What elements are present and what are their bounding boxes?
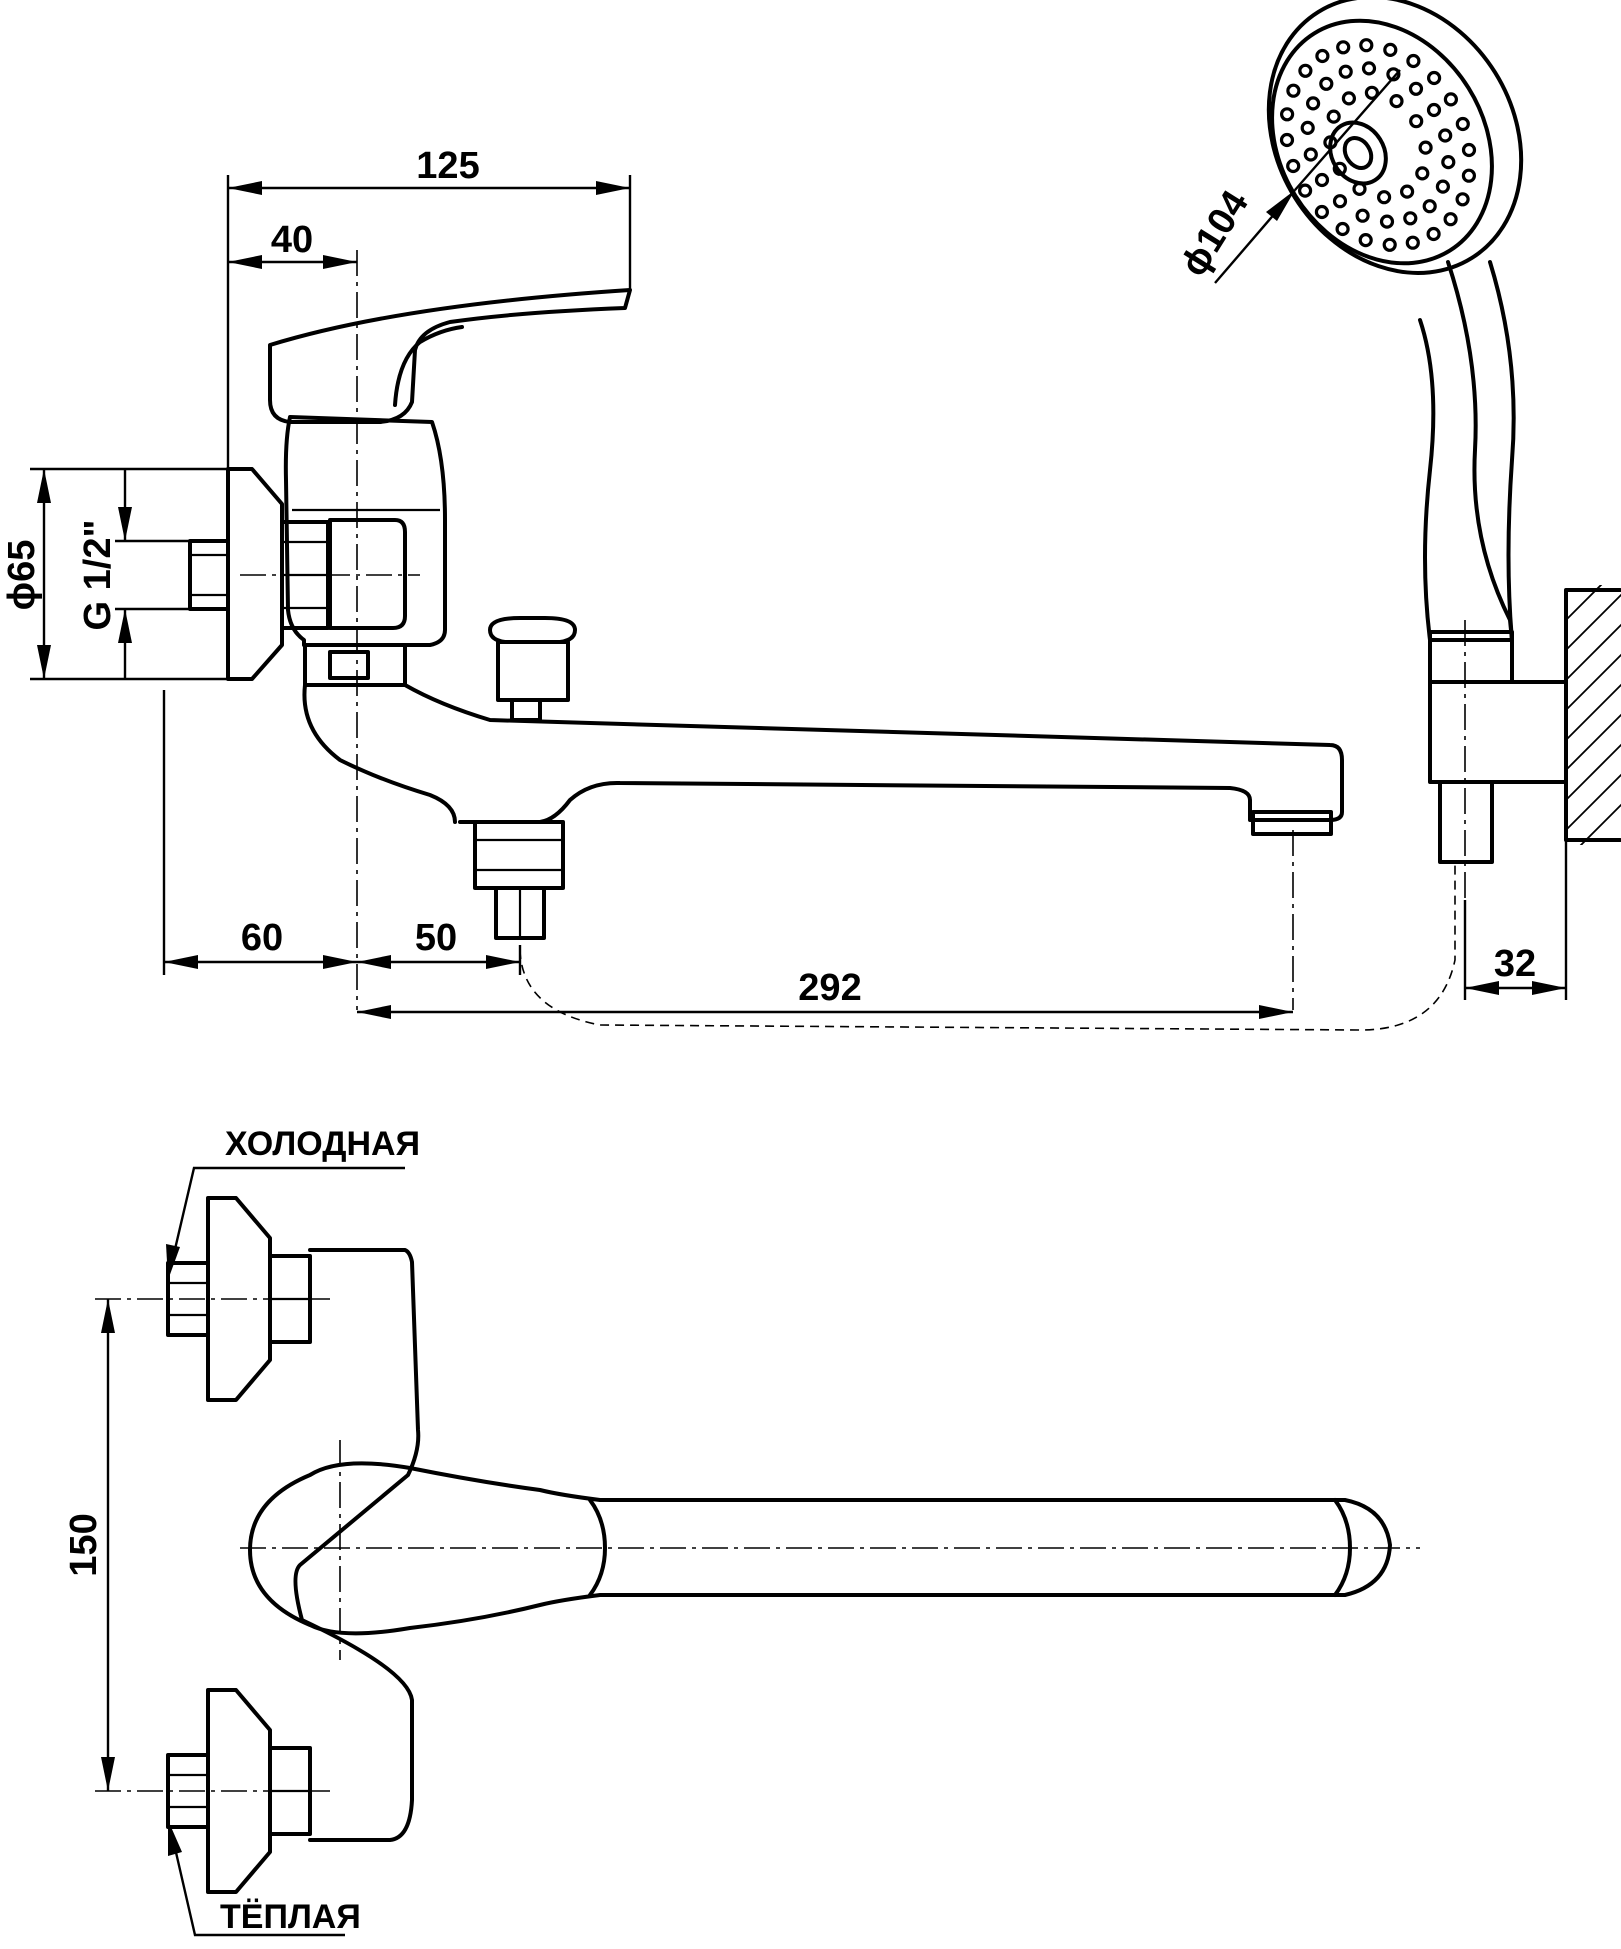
warm-flange xyxy=(206,1688,272,1894)
hose-dashed-path xyxy=(519,860,1456,1031)
shower-nozzle-holes xyxy=(1279,38,1477,252)
nozzle-hole xyxy=(1415,166,1430,181)
nozzle-hole xyxy=(1426,226,1441,242)
nozzle-hole xyxy=(1332,194,1348,209)
dim-150: 150 xyxy=(63,1513,105,1576)
holder-pin xyxy=(1438,780,1494,864)
nozzle-hole xyxy=(1305,96,1321,111)
dim-diameter-104: ϕ104 xyxy=(1173,184,1257,284)
nozzle-hole xyxy=(1386,67,1401,82)
nozzle-hole xyxy=(1315,48,1330,64)
nozzle-hole xyxy=(1409,114,1424,129)
nozzle-hole xyxy=(1286,83,1301,98)
nozzle-hole xyxy=(1426,70,1442,86)
warm-inlet-nut xyxy=(166,1753,210,1829)
nozzle-hole xyxy=(1422,199,1437,214)
nozzle-hole xyxy=(1359,38,1374,53)
nozzle-hole xyxy=(1461,142,1477,158)
dim-60: 60 xyxy=(241,917,283,959)
nozzle-hole xyxy=(1341,91,1357,106)
label-warm: ТЁПЛАЯ xyxy=(220,1898,361,1936)
nozzle-hole xyxy=(1455,116,1470,132)
hand-shower: ϕ104 32 xyxy=(1173,0,1621,1000)
body-top xyxy=(293,1248,421,1842)
warm-leader xyxy=(170,1834,345,1937)
nozzle-hole xyxy=(1408,81,1424,96)
dim-40: 40 xyxy=(271,219,313,261)
side-view: 125 40 ϕ65 G 1/2" 60 50 292 xyxy=(1,145,1456,1031)
nozzle-hole xyxy=(1406,53,1421,69)
nozzle-hole xyxy=(1379,214,1395,229)
body-outlet xyxy=(303,643,407,687)
nozzle-hole xyxy=(1300,120,1315,136)
nozzle-hole xyxy=(1426,102,1442,118)
nozzle-hole xyxy=(1443,92,1459,107)
shower-handle xyxy=(1418,260,1514,642)
shower-outlet-nut xyxy=(473,820,565,890)
nozzle-hole xyxy=(1336,40,1351,55)
nozzle-hole xyxy=(1338,64,1353,79)
nozzle-hole xyxy=(1461,168,1477,183)
nozzle-hole xyxy=(1332,161,1347,176)
nozzle-hole xyxy=(1352,181,1367,196)
nozzle-hole xyxy=(1358,233,1373,248)
nozzle-hole xyxy=(1314,204,1330,220)
dim-diameter-65: ϕ65 xyxy=(1,540,43,611)
nozzle-hole xyxy=(1314,172,1330,188)
shower-center-nozzle xyxy=(1328,120,1388,186)
inlet-nut xyxy=(188,539,230,611)
hose-connector-curve xyxy=(302,683,457,824)
dim-50: 50 xyxy=(415,917,457,959)
spout xyxy=(403,683,1344,824)
nozzle-hole xyxy=(1298,63,1313,78)
nozzle-hole xyxy=(1326,109,1341,124)
lever-handle xyxy=(268,288,632,424)
nozzle-hole xyxy=(1286,158,1301,174)
nozzle-hole xyxy=(1383,42,1398,58)
nozzle-hole xyxy=(1438,128,1453,143)
nozzle-hole xyxy=(1361,61,1377,76)
mixer-body xyxy=(283,415,447,647)
nozzle-hole xyxy=(1355,208,1370,223)
diverter-knob xyxy=(488,616,577,644)
nozzle-hole xyxy=(1319,76,1334,91)
nozzle-hole xyxy=(1443,212,1458,227)
dim-125: 125 xyxy=(416,145,479,187)
nozzle-hole xyxy=(1418,140,1433,155)
dim-292: 292 xyxy=(798,967,861,1009)
nozzle-hole xyxy=(1303,147,1318,162)
aerator xyxy=(1251,810,1333,836)
nozzle-hole xyxy=(1376,190,1392,205)
nozzle-hole xyxy=(1403,211,1418,226)
nozzle-hole xyxy=(1297,183,1313,198)
nozzle-hole xyxy=(1405,235,1420,250)
wall-holder xyxy=(1428,680,1568,784)
nozzle-hole xyxy=(1435,179,1451,194)
dim-thread-g-half: G 1/2" xyxy=(77,520,119,631)
nozzle-hole xyxy=(1335,221,1350,237)
wall-flange xyxy=(226,467,284,681)
nozzle-hole xyxy=(1455,192,1470,207)
lever-top xyxy=(248,1461,1392,1636)
nozzle-hole xyxy=(1399,184,1415,199)
nozzle-hole xyxy=(1279,132,1295,148)
label-cold: ХОЛОДНАЯ xyxy=(225,1125,420,1163)
cold-flange xyxy=(206,1196,272,1402)
nozzle-hole xyxy=(1382,237,1397,252)
nozzle-hole xyxy=(1279,107,1295,122)
dim-32: 32 xyxy=(1494,943,1536,985)
top-view: 150 ХОЛОДНАЯ ТЁПЛАЯ xyxy=(63,1125,1420,1937)
nozzle-hole xyxy=(1364,85,1380,100)
nozzle-hole xyxy=(1441,155,1456,170)
nozzle-hole xyxy=(1389,93,1404,109)
cold-leader xyxy=(170,1166,405,1263)
cold-inlet-nut xyxy=(166,1261,210,1337)
